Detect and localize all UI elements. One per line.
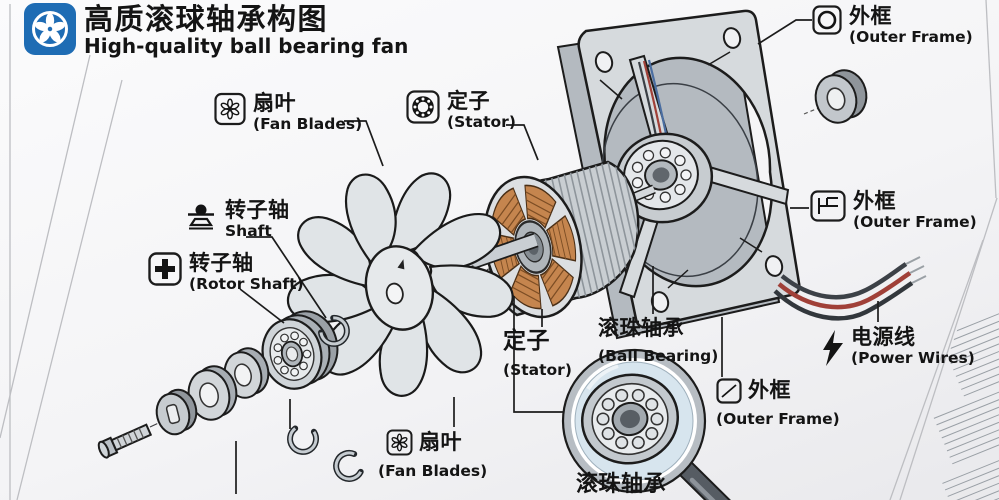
- page-title: 高质滚球轴承构图: [84, 2, 329, 36]
- ball-bearing-part: [261, 310, 339, 390]
- paper-hatching: [933, 301, 999, 500]
- frame-profile-icon: [810, 190, 846, 222]
- rotor-hub-washer: [155, 388, 198, 436]
- label-power-wires: 电源线 (Power Wires): [822, 325, 975, 367]
- fan-blades-icon: [386, 429, 413, 456]
- label-shaft: 转子轴 Shaft: [184, 198, 290, 240]
- label-text: 转子轴: [225, 198, 290, 222]
- label-ball-bearing: 滚珠轴承 (Ball Bearing): [598, 316, 718, 365]
- label-text-en: (Outer Frame): [716, 410, 840, 428]
- title-block: 高质滚球轴承构图 High-quality ball bearing fan: [24, 3, 408, 58]
- label-text: 外框: [849, 4, 892, 28]
- label-outer-frame-top: 外框 (Outer Frame): [812, 4, 973, 46]
- label-text: 滚珠轴承: [576, 472, 667, 497]
- stator-icon: [406, 90, 440, 124]
- shaft-icon: [188, 204, 214, 230]
- washers: [187, 347, 270, 421]
- label-stator-top: 定子 (Stator): [406, 89, 516, 131]
- label-text: 扇叶: [253, 91, 296, 115]
- label-text-en: (Stator): [503, 360, 572, 379]
- label-magnifier-bearing: 滚珠轴承: [576, 472, 666, 498]
- label-text: 转子轴: [189, 251, 254, 275]
- label-outer-frame-right: 外框 (Outer Frame): [810, 189, 977, 231]
- label-text-en: (Fan Blades): [253, 114, 363, 133]
- fan-logo-icon: [24, 3, 76, 55]
- fan-assembly: [280, 165, 516, 402]
- label-text: 滚珠轴承: [598, 316, 684, 340]
- label-fan-blades-bottom: 扇叶 (Fan Blades): [378, 429, 487, 481]
- frame-washer: [803, 69, 868, 124]
- label-stator-bottom: 定子 (Stator): [503, 328, 583, 380]
- label-text-en: (Rotor Shaft): [189, 274, 304, 293]
- rotor-shaft-icon: [148, 252, 182, 286]
- label-text-en: (Ball Bearing): [598, 346, 719, 365]
- magnified-bearing: [580, 373, 680, 465]
- power-wires-part: [773, 256, 927, 321]
- label-text: 定子: [447, 89, 490, 113]
- frame-fold-icon: [716, 378, 742, 404]
- magnifier: [561, 348, 731, 500]
- screw-part: [97, 423, 153, 459]
- label-text-en: (Fan Blades): [378, 462, 488, 480]
- label-text-en: (Outer Frame): [849, 27, 973, 46]
- label-outer-frame-bottom: 外框 (Outer Frame): [716, 378, 840, 429]
- page-subtitle: High-quality ball bearing fan: [84, 34, 409, 59]
- label-text: 电源线: [851, 325, 916, 349]
- label-rotor-shaft: 转子轴 (Rotor Shaft): [148, 251, 304, 293]
- outer-frame-icon: [812, 5, 842, 35]
- fan-blades-icon: [214, 92, 246, 126]
- label-text: 扇叶: [419, 429, 462, 454]
- label-text: 外框: [748, 378, 791, 403]
- label-text-en: (Outer Frame): [853, 212, 977, 231]
- label-text-en: (Stator): [447, 112, 516, 131]
- label-text: 定子: [503, 328, 550, 354]
- label-text: 外框: [853, 189, 896, 213]
- label-fan-blades-top: 扇叶 (Fan Blades): [214, 91, 363, 133]
- label-text-en: Shaft: [225, 221, 272, 240]
- leader-lines: [235, 19, 879, 494]
- lightning-icon: [823, 330, 843, 366]
- label-text-en: (Power Wires): [851, 348, 975, 367]
